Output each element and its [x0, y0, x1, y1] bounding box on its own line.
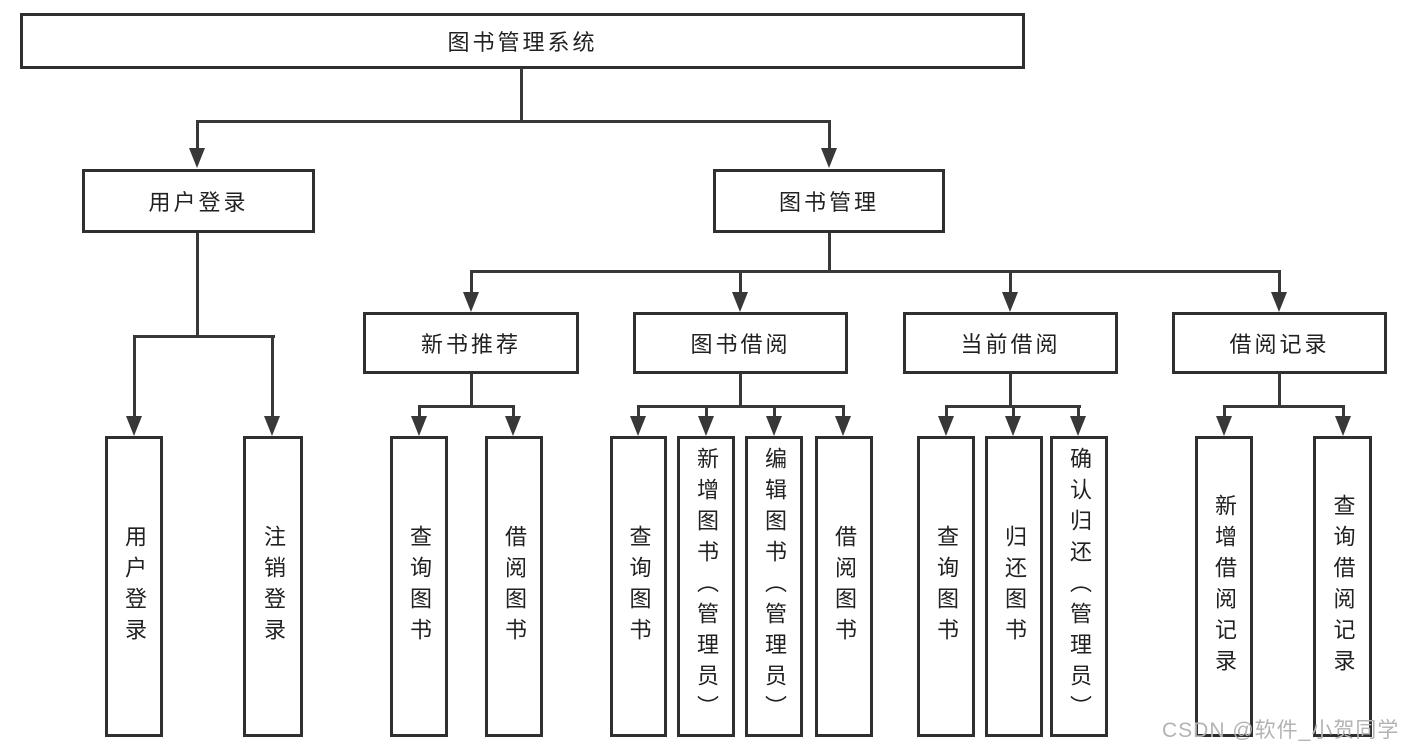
- node-current-borrow: 当前借阅: [903, 312, 1118, 374]
- node-label: 图书借阅: [690, 332, 791, 357]
- leaf-label: 查询图书: [934, 524, 959, 649]
- connector-hline: [133, 335, 275, 338]
- arrow-stem: [637, 405, 640, 419]
- leaf-label: 新增借阅记录: [1212, 493, 1237, 680]
- node-borrow-records: 借阅记录: [1172, 312, 1387, 374]
- node-book-borrow: 图书借阅: [633, 312, 848, 374]
- node-book-management: 图书管理: [713, 169, 945, 233]
- arrow-down-icon: [463, 292, 479, 312]
- leaf-add-borrow-record: 新增借阅记录: [1195, 436, 1253, 737]
- leaf-label: 查询图书: [626, 524, 652, 649]
- leaf-label: 编辑图书（管理员）: [762, 447, 787, 726]
- arrow-down-icon: [1005, 416, 1021, 436]
- connector-vline: [196, 233, 199, 338]
- arrow-down-icon: [732, 292, 748, 312]
- leaf-add-book-admin: 新增图书（管理员）: [677, 436, 735, 737]
- node-label: 图书管理: [778, 190, 879, 215]
- arrow-stem: [945, 405, 948, 419]
- arrow-stem: [828, 120, 831, 152]
- leaf-borrow-books: 借阅图书: [485, 436, 543, 737]
- arrow-down-icon: [126, 416, 142, 436]
- node-new-book-recommend: 新书推荐: [363, 312, 579, 374]
- arrow-down-icon: [835, 416, 851, 436]
- arrow-stem: [1278, 270, 1281, 294]
- arrow-down-icon: [411, 416, 427, 436]
- connector-hline: [470, 270, 1281, 273]
- leaf-label: 借阅图书: [502, 524, 527, 649]
- arrow-stem: [1077, 405, 1080, 419]
- leaf-borrow-books: 借阅图书: [815, 436, 873, 737]
- arrow-stem: [739, 270, 742, 294]
- arrow-stem: [1009, 270, 1012, 294]
- leaf-label: 归还图书: [1002, 524, 1027, 649]
- leaf-user-login: 用户登录: [105, 436, 163, 737]
- connector-hline: [197, 120, 831, 123]
- connector-vline: [520, 68, 523, 123]
- leaf-label: 查询图书: [407, 524, 432, 649]
- connector-vline: [828, 233, 831, 273]
- arrow-stem: [470, 270, 473, 294]
- arrow-stem: [271, 335, 274, 419]
- arrow-stem: [1012, 405, 1015, 419]
- leaf-confirm-return-admin: 确认归还（管理员）: [1050, 436, 1108, 737]
- arrow-down-icon: [821, 148, 837, 168]
- arrow-down-icon: [766, 416, 782, 436]
- arrow-stem: [842, 405, 845, 419]
- leaf-query-books: 查询图书: [390, 436, 448, 737]
- node-label: 图书管理系统: [447, 30, 598, 55]
- arrow-down-icon: [505, 416, 521, 436]
- arrow-down-icon: [630, 416, 646, 436]
- leaf-label: 用户登录: [122, 524, 147, 649]
- node-label: 当前借阅: [960, 332, 1061, 357]
- leaf-label: 新增图书（管理员）: [694, 447, 719, 726]
- leaf-query-books: 查询图书: [917, 436, 975, 737]
- node-library-management-system: 图书管理系统: [20, 13, 1025, 69]
- arrow-stem: [196, 120, 199, 152]
- leaf-logout: 注销登录: [243, 436, 303, 737]
- arrow-stem: [773, 405, 776, 419]
- watermark: CSDN @软件_小贺同学: [1162, 719, 1400, 742]
- arrow-down-icon: [1271, 292, 1287, 312]
- connector-vline: [1009, 373, 1012, 408]
- arrow-down-icon: [1002, 292, 1018, 312]
- arrow-down-icon: [264, 416, 280, 436]
- leaf-edit-book-admin: 编辑图书（管理员）: [745, 436, 803, 737]
- node-label: 用户登录: [148, 190, 249, 215]
- leaf-return-books: 归还图书: [985, 436, 1043, 737]
- node-label: 新书推荐: [420, 332, 521, 357]
- arrow-stem: [418, 405, 421, 419]
- arrow-down-icon: [698, 416, 714, 436]
- arrow-stem: [512, 405, 515, 419]
- connector-vline: [1278, 373, 1281, 408]
- arrow-stem: [1342, 405, 1345, 419]
- arrow-stem: [705, 405, 708, 419]
- arrow-down-icon: [938, 416, 954, 436]
- node-user-login: 用户登录: [82, 169, 315, 233]
- leaf-label: 查询借阅记录: [1330, 493, 1356, 680]
- arrow-stem: [133, 335, 136, 419]
- connector-vline: [739, 373, 742, 408]
- leaf-label: 注销登录: [261, 524, 286, 649]
- leaf-query-books: 查询图书: [610, 436, 667, 737]
- arrow-down-icon: [1070, 416, 1086, 436]
- node-label: 借阅记录: [1229, 332, 1330, 357]
- leaf-label: 确认归还（管理员）: [1067, 447, 1092, 726]
- connector-hline: [637, 405, 845, 408]
- arrow-down-icon: [1216, 416, 1232, 436]
- leaf-label: 借阅图书: [832, 524, 857, 649]
- connector-hline: [1223, 405, 1345, 408]
- connector-vline: [470, 373, 473, 408]
- arrow-down-icon: [189, 148, 205, 168]
- arrow-down-icon: [1335, 416, 1351, 436]
- connector-hline: [418, 405, 515, 408]
- arrow-stem: [1223, 405, 1226, 419]
- leaf-query-borrow-record: 查询借阅记录: [1313, 436, 1372, 737]
